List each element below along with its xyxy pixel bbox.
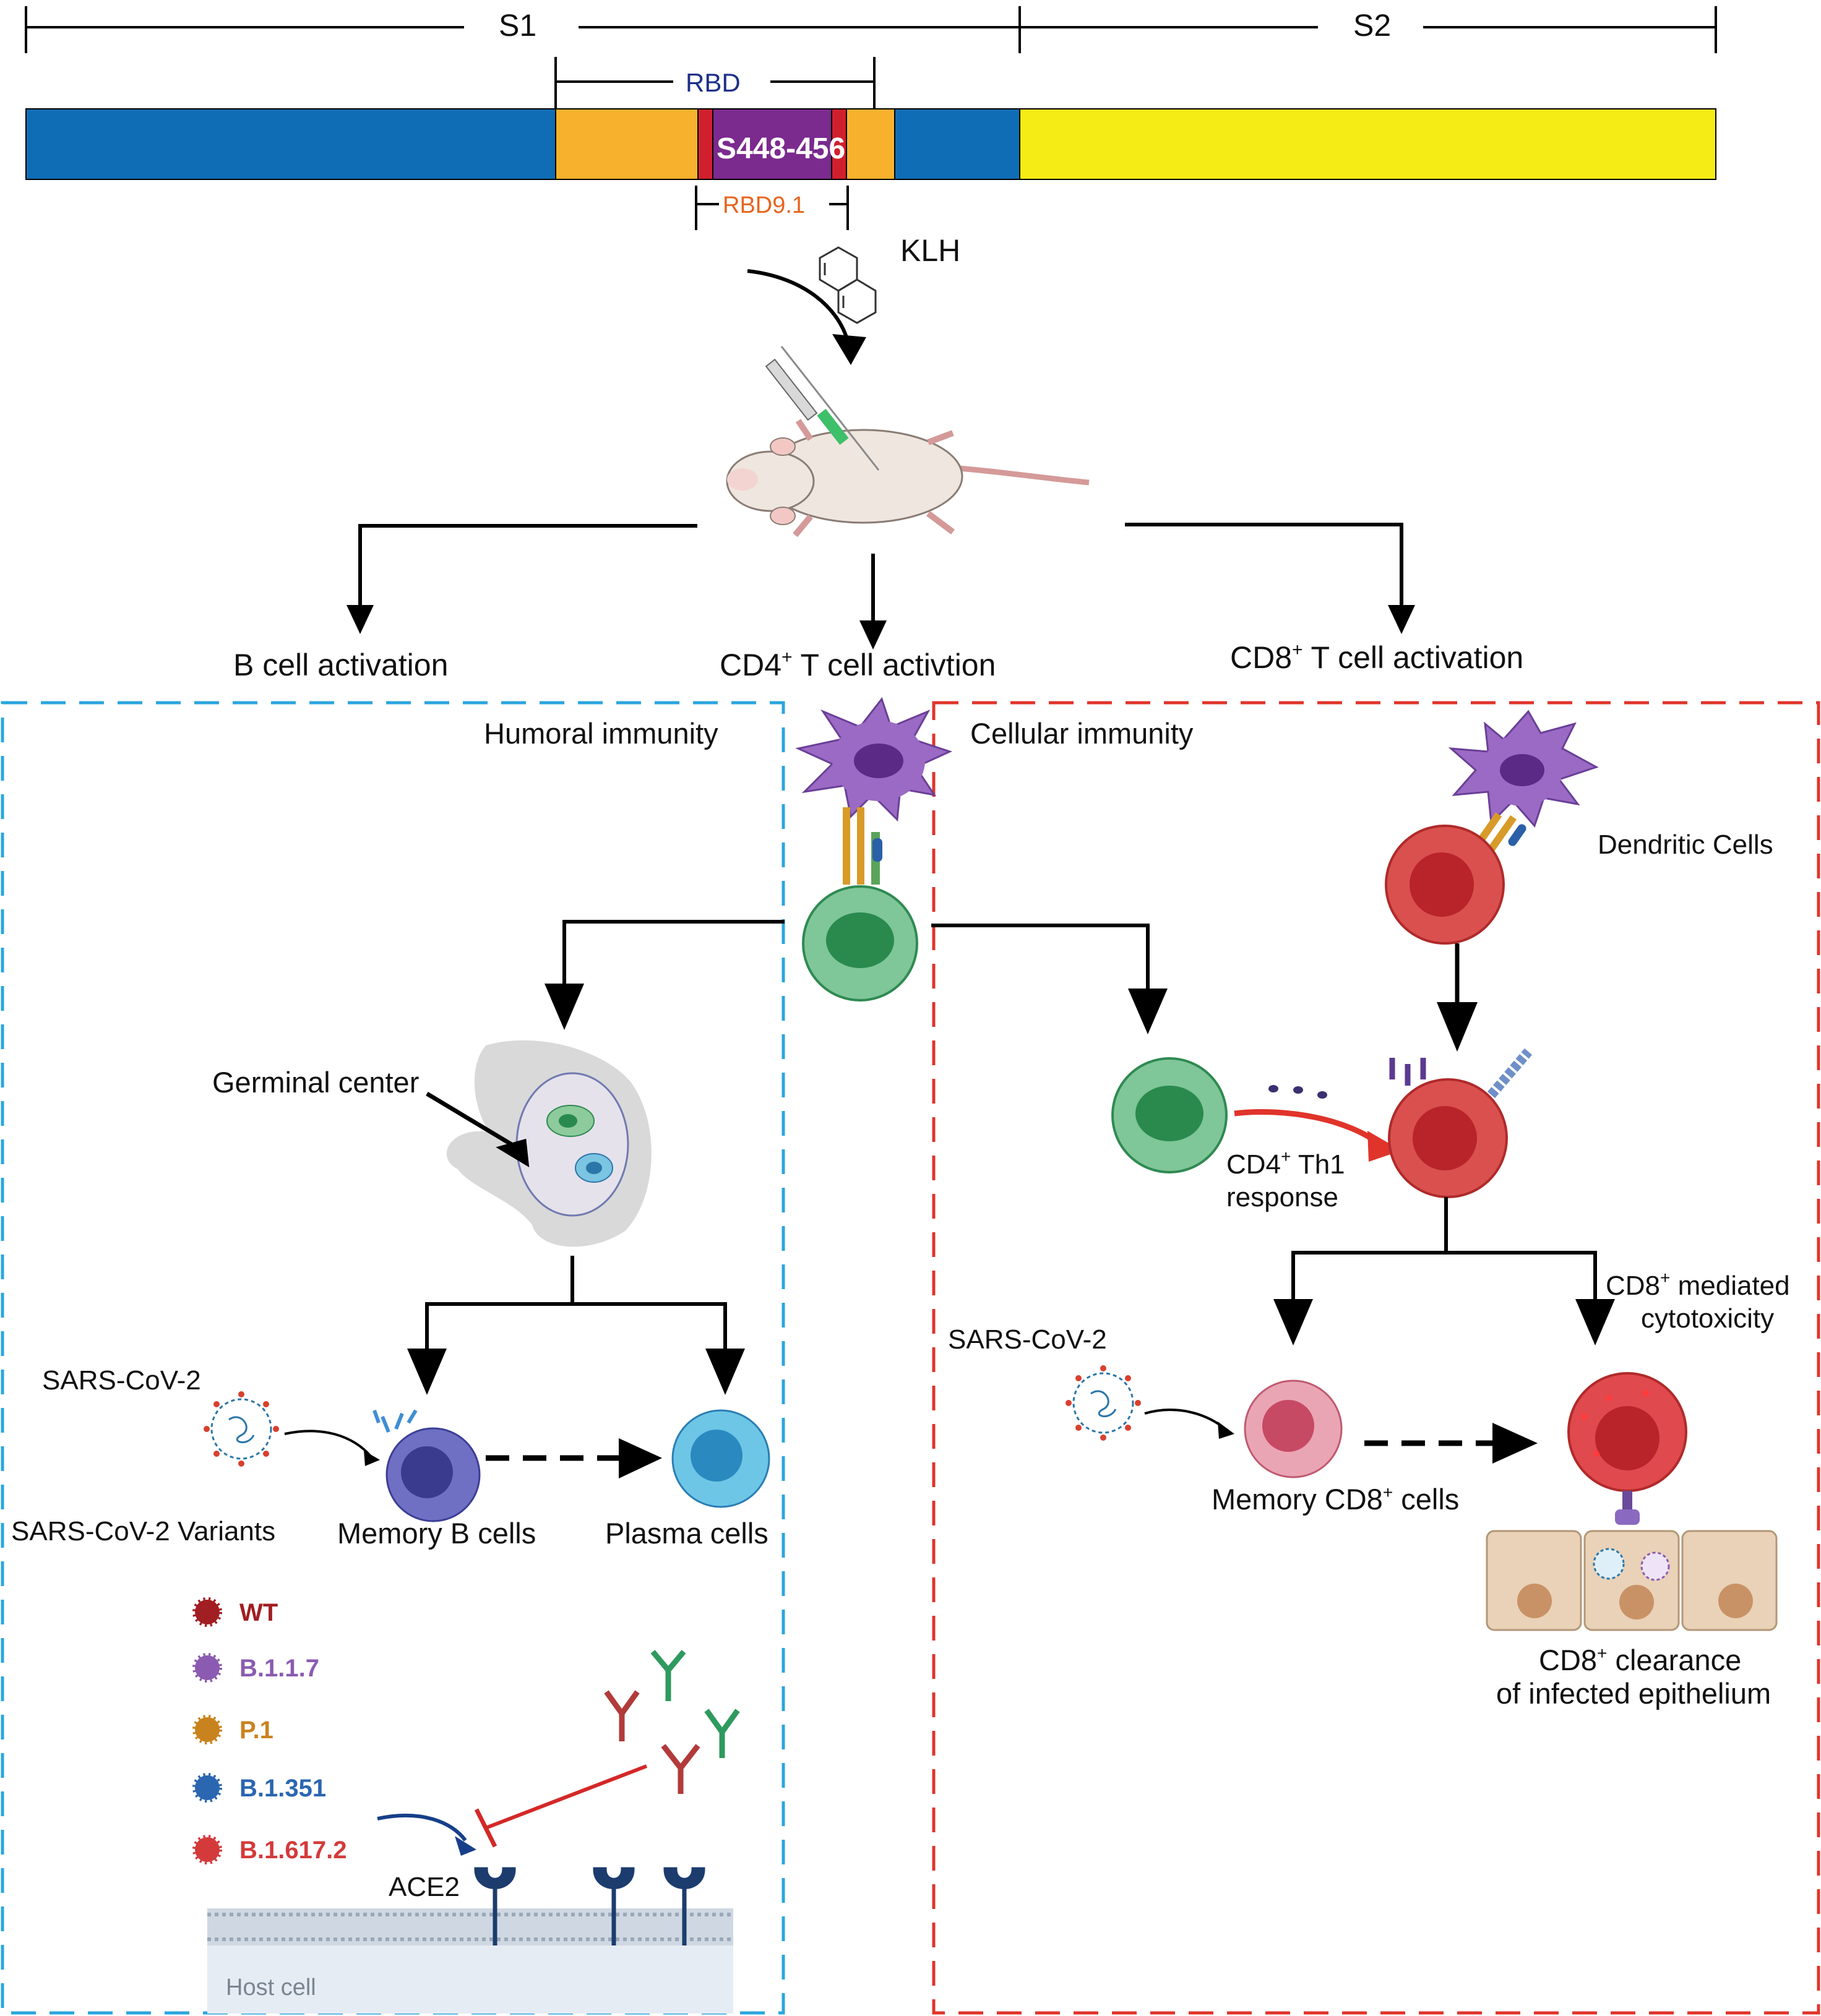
cd8-t-cell-activated xyxy=(1388,1048,1533,1198)
cd8-cytotoxicity-label-line2: cytotoxicity xyxy=(1641,1303,1774,1334)
variant-to-ace2-arrow xyxy=(377,1813,467,1842)
s2-label: S2 xyxy=(1353,8,1391,43)
ace2-receptor-icon xyxy=(474,1867,705,1945)
memory-cd8-cell-icon xyxy=(1244,1379,1343,1478)
cellular-immunity-box xyxy=(932,701,1820,2015)
svg-text:WT: WT xyxy=(239,1599,278,1626)
germinal-center-label: Germinal center xyxy=(212,1066,419,1099)
memory-b-cell-icon xyxy=(372,1409,481,1522)
th1-response-label-line1: CD4+ Th1 xyxy=(1226,1147,1345,1180)
syringe-icon xyxy=(765,346,880,471)
cytotoxic-t-cell-icon xyxy=(1567,1372,1687,1525)
sars-cov-2-variants-label: SARS-CoV-2 Variants xyxy=(11,1516,275,1546)
cd8-clearance-label-line1: CD8+ clearance xyxy=(1539,1644,1741,1676)
memory-b-cells-label: Memory B cells xyxy=(337,1517,536,1550)
sars-cov-2-virus-icon-cellular xyxy=(1065,1365,1141,1441)
b-cell-activation-label: B cell activation xyxy=(233,648,448,682)
cd4-t-cell-th1 xyxy=(1111,1057,1228,1173)
cd8-clearance-label-line2: of infected epithelium xyxy=(1496,1677,1771,1710)
infected-epithelium-icon xyxy=(1486,1530,1778,1631)
antibody-inhibition-line xyxy=(484,1764,648,1830)
activation-branches xyxy=(358,523,1403,625)
memory-cd8-cells-label: Memory CD8+ cells xyxy=(1212,1483,1459,1516)
variant-list: WT B.1.1.7 P.1 B.1.351 B.1.617.2 xyxy=(192,1597,347,1864)
spike-protein-bar xyxy=(25,108,1716,180)
svg-text:B.1.351: B.1.351 xyxy=(239,1775,326,1802)
injection-arrow xyxy=(747,269,851,347)
germinal-center-icon xyxy=(446,1040,652,1247)
svg-text:B.1.1.7: B.1.1.7 xyxy=(239,1655,319,1682)
th1-arrow xyxy=(1234,1109,1382,1147)
cd8-cytotoxicity-label-line1: CD8+ mediated xyxy=(1606,1268,1790,1301)
protein-domain-map xyxy=(25,6,1717,230)
sars-cov-2-label-humoral: SARS-CoV-2 xyxy=(42,1365,201,1396)
variant-item: B.1.1.7 xyxy=(192,1653,319,1683)
virus-to-memory-b-arrow xyxy=(284,1430,372,1458)
t-cell-branch-lines xyxy=(562,920,1150,993)
humoral-immunity-title: Humoral immunity xyxy=(484,717,718,750)
klh-label: KLH xyxy=(900,233,960,268)
germinal-center-pointer xyxy=(426,1091,521,1152)
variant-item: B.1.351 xyxy=(192,1773,326,1803)
sars-cov-2-label-cellular: SARS-CoV-2 xyxy=(948,1324,1107,1355)
cellular-immunity-title: Cellular immunity xyxy=(970,717,1194,750)
sars-cov-2-virus-icon xyxy=(204,1391,279,1467)
klh-molecule-icon xyxy=(819,246,877,324)
injection-arrow-head xyxy=(832,334,866,365)
ace2-label: ACE2 xyxy=(389,1872,460,1902)
humoral-immunity-box xyxy=(1,701,785,2015)
rbd91-label: RBD9.1 xyxy=(723,192,805,218)
dendritic-cell-center xyxy=(795,697,953,885)
svg-text:B.1.617.2: B.1.617.2 xyxy=(239,1837,347,1864)
cd8-branch xyxy=(1291,1197,1597,1305)
cd8-t-cell-naive xyxy=(1385,825,1505,945)
svg-text:P.1: P.1 xyxy=(239,1717,273,1744)
host-cell-label: Host cell xyxy=(226,1975,316,2001)
plasma-cells-label: Plasma cells xyxy=(605,1517,768,1550)
cd4-t-cell-center xyxy=(802,885,918,1002)
cytokine-dots-icon xyxy=(1268,1085,1327,1099)
rbd-label: RBD xyxy=(686,68,741,97)
variant-item: B.1.617.2 xyxy=(192,1835,347,1864)
s1-label: S1 xyxy=(499,8,536,43)
germinal-center-branch xyxy=(425,1256,727,1355)
variant-item: P.1 xyxy=(192,1715,273,1744)
cd8-activation-label: CD8+ T cell activation xyxy=(1230,640,1523,675)
cd4-activation-label: CD4+ T cell activtion xyxy=(720,647,996,682)
variant-item: WT xyxy=(192,1597,278,1627)
th1-response-label-line2: response xyxy=(1226,1182,1338,1212)
host-cell-membrane xyxy=(207,1908,733,2014)
dendritic-cells-label: Dendritic Cells xyxy=(1598,830,1773,860)
plasma-cell-icon xyxy=(671,1409,770,1508)
neutralizing-antibodies-icon xyxy=(604,1650,740,1794)
mouse-icon xyxy=(726,419,1090,538)
epitope-label: S448-456 xyxy=(717,132,845,165)
